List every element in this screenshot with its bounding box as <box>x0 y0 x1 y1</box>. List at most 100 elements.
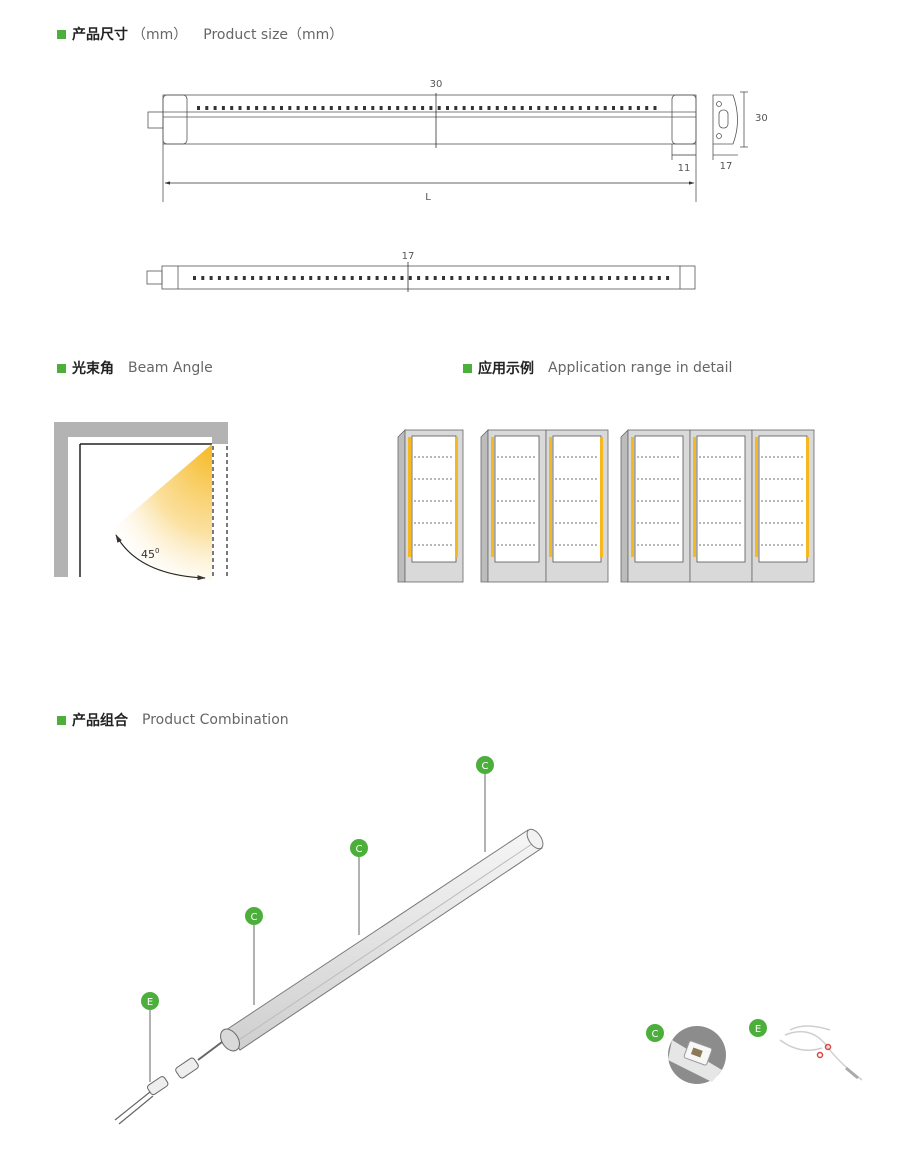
profile-front-view <box>146 265 696 290</box>
led-dot <box>404 106 408 110</box>
led-dot <box>504 106 508 110</box>
profile-side-section <box>712 91 748 160</box>
led-dot <box>624 276 628 280</box>
led-dot <box>587 106 591 110</box>
section-title-en: Beam Angle <box>128 360 213 376</box>
led-dot <box>238 106 242 110</box>
led-dot <box>525 276 528 280</box>
led-dot <box>495 106 499 110</box>
dim-height-side: 30 <box>755 113 768 124</box>
led-strip <box>806 437 809 557</box>
section-header-combination: 产品组合 Product Combination <box>57 710 289 730</box>
led-dot <box>292 276 296 280</box>
badge-c-2: C <box>350 839 368 857</box>
led-dot <box>483 276 487 280</box>
led-dot <box>280 106 283 110</box>
section-title-en: Product Combination <box>142 712 289 728</box>
section-title-cn: 应用示例 <box>478 361 534 377</box>
led-dot <box>429 106 433 110</box>
led-dot <box>300 276 304 280</box>
cabinet-unit <box>751 429 815 583</box>
led-dot <box>608 276 611 280</box>
svg-text:C: C <box>251 912 258 923</box>
dim-height-top: 30 <box>430 79 443 90</box>
connector-plug <box>147 111 164 129</box>
led-dot <box>338 106 342 110</box>
badge-c-3: C <box>245 907 263 925</box>
led-dot <box>408 276 412 280</box>
bullet-square-icon <box>57 715 66 725</box>
led-dot <box>217 276 221 280</box>
led-dot <box>454 106 458 110</box>
led-dot <box>566 276 570 280</box>
cable-connector <box>147 1076 169 1096</box>
led-dot <box>255 106 259 110</box>
led-dot <box>549 276 553 280</box>
led-dot <box>578 106 582 110</box>
bullet-square-icon <box>57 363 66 373</box>
led-dot <box>641 276 645 280</box>
led-dot <box>205 106 209 110</box>
beam-angle-diagram: 450 <box>54 422 228 581</box>
led-dot <box>375 276 379 280</box>
led-dot <box>193 276 196 280</box>
led-dot <box>379 106 383 110</box>
svg-text:C: C <box>482 761 489 772</box>
led-dot <box>649 276 653 280</box>
led-dot <box>562 106 566 110</box>
led-dot <box>653 106 657 110</box>
led-dot <box>246 106 250 110</box>
led-dot <box>479 106 483 110</box>
led-dot <box>304 106 308 110</box>
led-dot <box>288 106 292 110</box>
angle-arc <box>115 534 206 581</box>
led-strip <box>455 437 458 557</box>
led-dot <box>487 106 491 110</box>
led-dot <box>363 106 366 110</box>
bullet-square-icon <box>57 29 66 39</box>
dim-side-width: 17 <box>720 161 733 172</box>
led-dot <box>583 276 587 280</box>
svg-text:E: E <box>147 997 153 1008</box>
led-dot <box>396 106 400 110</box>
led-dot <box>632 276 636 280</box>
led-dot <box>491 276 495 280</box>
led-dot <box>466 276 470 280</box>
tube-end-cap <box>526 828 544 850</box>
led-dot <box>508 276 512 280</box>
badge-c-inset: C <box>646 1024 664 1042</box>
led-dot <box>570 106 574 110</box>
led-dot <box>628 106 632 110</box>
led-dot <box>354 106 358 110</box>
led-dot <box>636 106 640 110</box>
inset-end-cap-photo <box>668 1026 726 1084</box>
led-dot <box>437 106 441 110</box>
led-dot <box>263 106 267 110</box>
light-beam <box>107 444 212 581</box>
led-dot <box>421 106 425 110</box>
svg-text:E: E <box>755 1024 761 1035</box>
badge-e-1: E <box>141 992 159 1010</box>
led-dot <box>350 276 354 280</box>
svg-text:C: C <box>356 844 363 855</box>
led-dot <box>309 276 313 280</box>
led-dot <box>417 276 421 280</box>
led-dot <box>603 106 607 110</box>
section-title-cn: 产品尺寸 <box>72 27 128 43</box>
led-dot <box>371 106 375 110</box>
led-dot <box>342 276 346 280</box>
led-dot <box>545 106 549 110</box>
badge-c-1: C <box>476 756 494 774</box>
led-dot <box>234 276 238 280</box>
led-dot <box>276 276 279 280</box>
bullet-square-icon <box>463 363 472 373</box>
application-cabinets <box>397 429 815 583</box>
section-header-application: 应用示例 Application range in detail <box>463 358 732 378</box>
led-dot <box>462 106 466 110</box>
cabinet-unit <box>545 429 609 583</box>
led-dot <box>558 276 562 280</box>
product-combination-illustration: C C C E C E <box>114 756 863 1125</box>
led-dot <box>470 106 474 110</box>
led-dot <box>500 276 504 280</box>
led-dot <box>591 276 595 280</box>
